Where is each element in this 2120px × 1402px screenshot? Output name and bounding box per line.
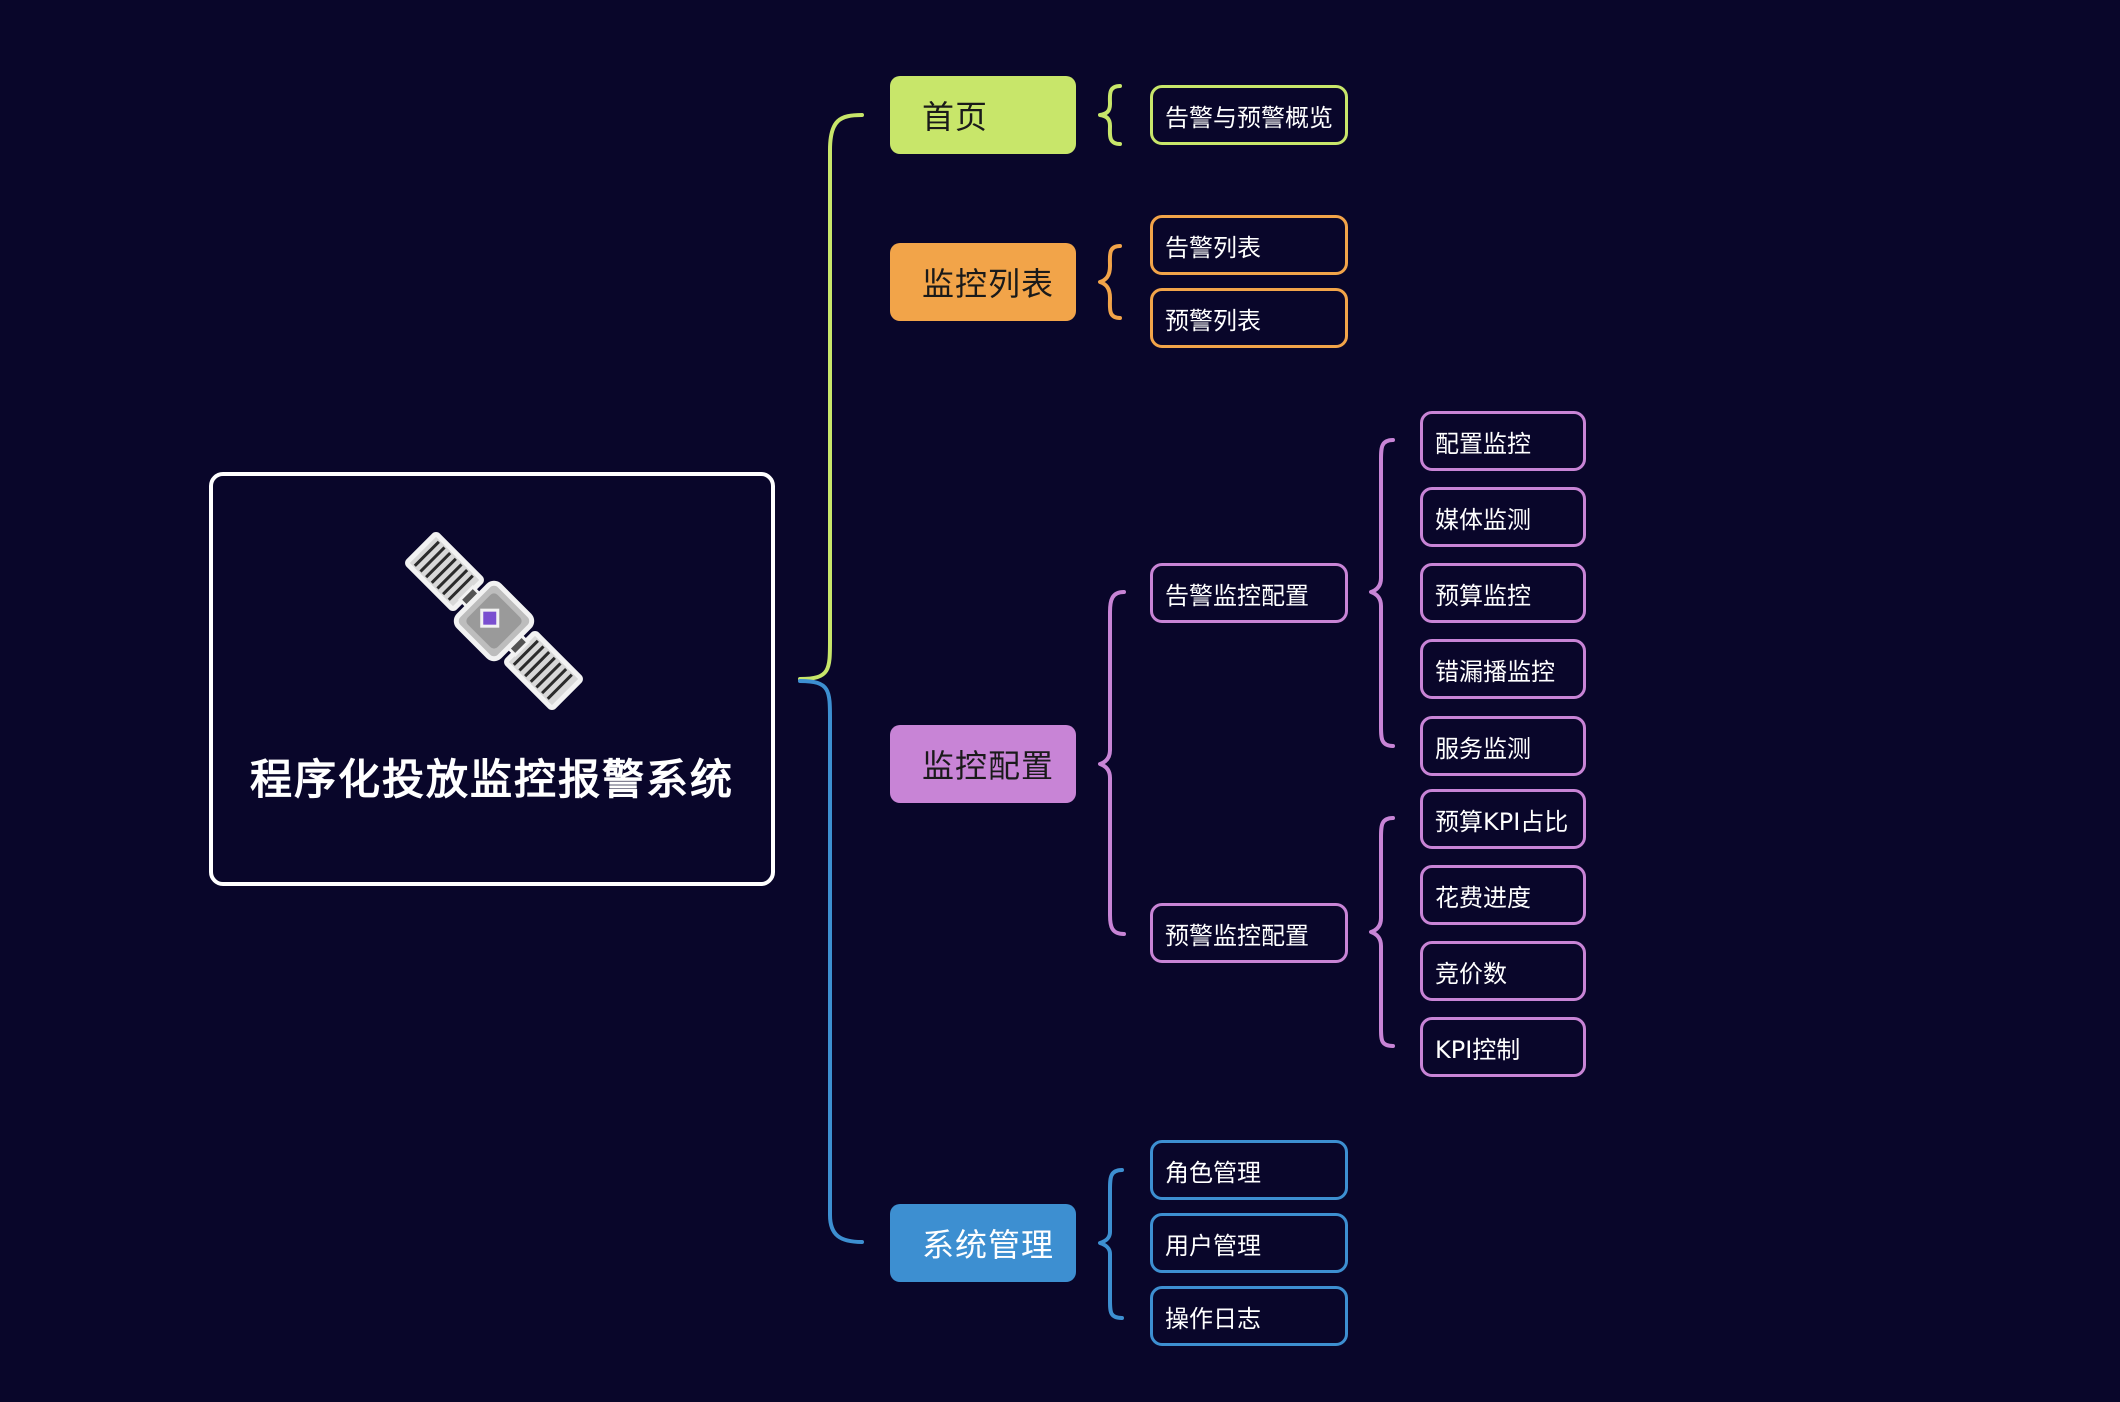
leaf-spend-progress[interactable]: 花费进度 — [1420, 865, 1586, 925]
node-alert-config[interactable]: 告警监控配置 — [1150, 563, 1348, 623]
leaf-missed-monitor[interactable]: 错漏播监控 — [1420, 639, 1586, 699]
satellite-icon — [405, 532, 583, 710]
leaf-overview[interactable]: 告警与预警概览 — [1150, 85, 1348, 145]
branch-home[interactable]: 首页 — [890, 76, 1076, 154]
brace-monitor-config — [1098, 590, 1126, 936]
branch-monitor-config[interactable]: 监控配置 — [890, 725, 1076, 803]
brace-system — [1098, 1168, 1124, 1320]
leaf-kpi-control[interactable]: KPI控制 — [1420, 1017, 1586, 1077]
leaf-warn-list[interactable]: 预警列表 — [1150, 288, 1348, 348]
leaf-budget-monitor[interactable]: 预算监控 — [1420, 563, 1586, 623]
root-title: 程序化投放监控报警系统 — [249, 755, 734, 804]
leaf-user-mgmt[interactable]: 用户管理 — [1150, 1213, 1348, 1273]
branch-system[interactable]: 系统管理 — [890, 1204, 1076, 1282]
leaf-role-mgmt[interactable]: 角色管理 — [1150, 1140, 1348, 1200]
brace-alert-config — [1369, 438, 1395, 748]
brace-monitor-list — [1098, 244, 1122, 320]
connector-root-lower — [798, 679, 864, 1244]
brace-home — [1098, 84, 1122, 146]
connector-root-upper — [798, 113, 864, 681]
root-node[interactable]: 程序化投放监控报警系统 — [209, 472, 775, 886]
leaf-op-log[interactable]: 操作日志 — [1150, 1286, 1348, 1346]
branch-monitor-list[interactable]: 监控列表 — [890, 243, 1076, 321]
leaf-media-monitor[interactable]: 媒体监测 — [1420, 487, 1586, 547]
leaf-bid-count[interactable]: 竞价数 — [1420, 941, 1586, 1001]
leaf-alert-list[interactable]: 告警列表 — [1150, 215, 1348, 275]
leaf-config-monitor[interactable]: 配置监控 — [1420, 411, 1586, 471]
leaf-budget-kpi[interactable]: 预算KPI占比 — [1420, 789, 1586, 849]
node-warn-config[interactable]: 预警监控配置 — [1150, 903, 1348, 963]
brace-warn-config — [1369, 816, 1395, 1048]
leaf-service-monitor[interactable]: 服务监测 — [1420, 716, 1586, 776]
